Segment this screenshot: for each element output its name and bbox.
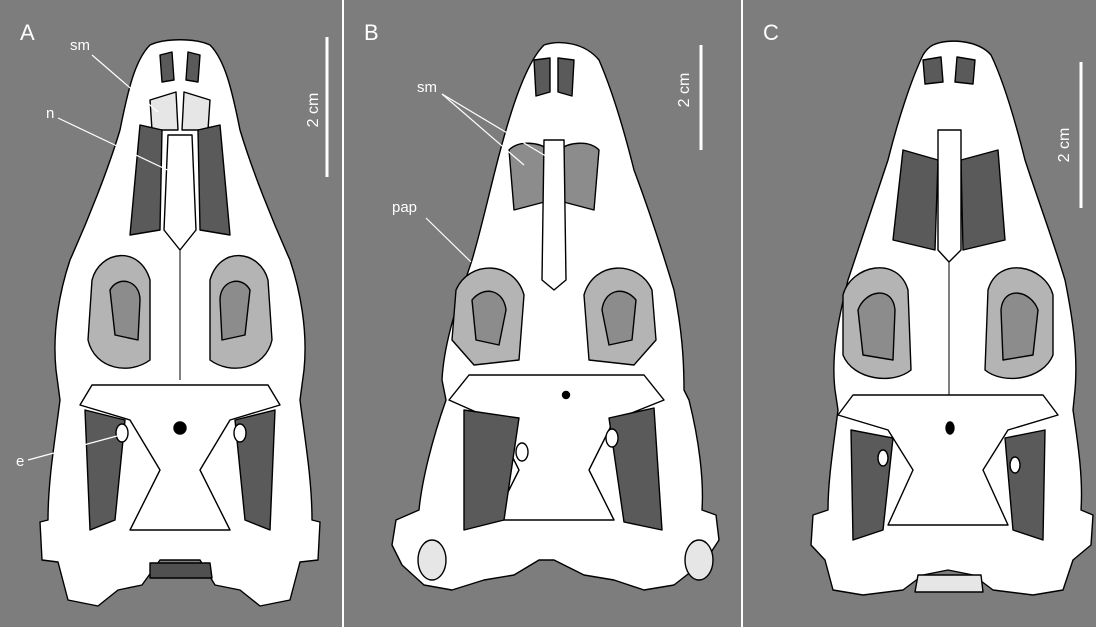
panel-letter-b: B [364, 20, 379, 46]
orbit-right-inner-a [220, 281, 250, 340]
parietal-foramen-a [174, 422, 186, 434]
naris-right-a [186, 52, 200, 82]
scale-label-b: 2 cm [676, 73, 693, 108]
epipterygoid-right-c [1010, 457, 1020, 473]
label-pap-b: pap [392, 199, 417, 216]
leader-pap-b [426, 218, 471, 262]
scale-label-a: 2 cm [305, 93, 322, 128]
panel-b: sm pap 2 cm B [344, 0, 741, 627]
naris-left-b [534, 58, 550, 96]
epipterygoid-left-c [878, 450, 888, 466]
epipterygoid-right-b [606, 429, 618, 447]
skull-a-drawing: sm n e 2 cm [0, 0, 342, 627]
epipterygoid-left-a [116, 424, 128, 442]
skull-c-drawing: 2 cm [743, 0, 1096, 627]
panel-a: sm n e 2 cm A [0, 0, 342, 627]
parietal-foramen-c [946, 422, 954, 434]
nasal-b [542, 140, 566, 290]
skull-b-drawing: sm pap 2 cm [344, 0, 741, 627]
label-e-a: e [16, 453, 24, 470]
label-n-a: n [46, 105, 54, 122]
naris-right-b [558, 58, 574, 96]
orbit-right-inner-c [1001, 293, 1038, 360]
label-sm-a: sm [70, 37, 90, 54]
orbit-left-inner-c [858, 293, 895, 360]
orbit-left-inner-b [472, 291, 506, 345]
nasal-c [938, 130, 961, 262]
scale-label-c: 2 cm [1056, 128, 1073, 163]
occipital-dark-a [150, 563, 212, 578]
quadrate-left-b [418, 540, 446, 580]
nasal-bone-a [164, 135, 196, 250]
panel-letter-a: A [20, 20, 35, 46]
panel-c: 2 cm C [743, 0, 1096, 627]
parietal-foramen-b [563, 392, 570, 399]
opening-right-front-c [961, 150, 1005, 250]
panel-letter-c: C [763, 20, 779, 46]
naris-right-c [955, 57, 975, 84]
orbit-left-inner-a [110, 281, 140, 340]
epipterygoid-right-a [234, 424, 246, 442]
label-sm-b: sm [417, 79, 437, 96]
naris-left-c [923, 57, 943, 84]
quadrate-right-b [685, 540, 713, 580]
epipterygoid-left-b [516, 443, 528, 461]
orbit-right-inner-b [602, 291, 636, 345]
naris-left-a [160, 52, 174, 82]
occipital-c [915, 575, 983, 592]
